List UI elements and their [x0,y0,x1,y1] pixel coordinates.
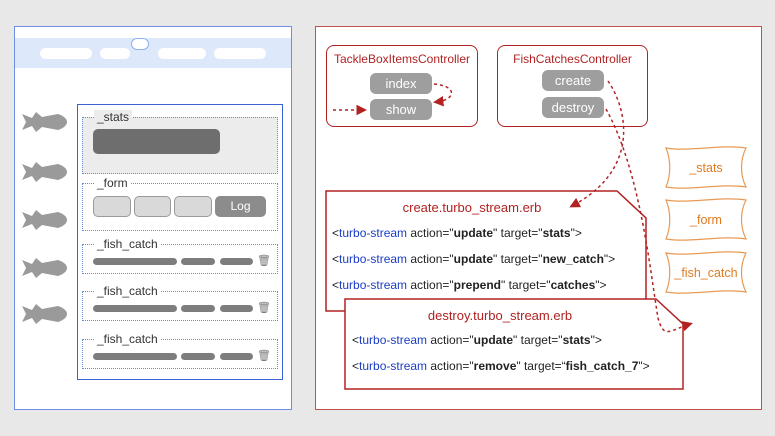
fish-catch-bar [93,258,177,265]
fish-catch-label: _fish_catch [94,237,161,251]
fish-catch-bar [220,258,253,265]
fish-icon [22,112,67,132]
trash-icon[interactable]: 🗑 [257,350,271,362]
show-action[interactable]: show [370,99,432,120]
fish-catch-frame [82,339,278,369]
nav-pill[interactable] [158,48,206,59]
fish-icon [22,258,67,278]
form-frame [82,183,278,231]
controller-title: FishCatchesController [513,52,632,66]
nav-pill-active[interactable] [131,38,149,50]
fish-icon [22,162,67,182]
index-action[interactable]: index [370,73,432,94]
log-button[interactable]: Log [215,196,266,217]
fish-icons-column [22,112,67,324]
code-line: <turbo-stream action="update" target="ne… [332,252,616,266]
form-input[interactable] [134,196,171,217]
destroy-file-title: destroy.turbo_stream.erb [427,308,573,323]
form-label: _form [94,176,131,190]
nav-pill[interactable] [100,48,130,59]
destroy-action[interactable]: destroy [542,97,604,118]
controller-title: TackleBoxItemsController [333,52,471,66]
partial-form: _form [690,213,722,227]
code-line: <turbo-stream action="remove" target=“fi… [352,359,650,373]
create-action[interactable]: create [542,70,604,91]
partial-fish-catch: _fish_catch [674,266,738,280]
fish-catch-bar [181,305,215,312]
stats-label: _stats [94,110,133,124]
fish-catch-label: _fish_catch [94,332,161,346]
code-line: <turbo-stream action="update" target="st… [332,226,582,240]
trash-icon[interactable]: 🗑 [257,255,271,267]
fish-catch-frame [82,244,278,274]
fish-catch-frame [82,291,278,321]
code-line: <turbo-stream action="update" target="st… [352,333,602,347]
fish-icon [22,210,67,230]
fish-catch-bar [220,305,253,312]
fish-catch-bar [93,353,177,360]
code-line: <turbo-stream action="prepend" target="c… [332,278,607,292]
form-input[interactable] [174,196,212,217]
fish-catch-bar [220,353,253,360]
partial-stats: _stats [689,161,723,175]
create-file-title: create.turbo_stream.erb [402,200,542,215]
fish-catch-bar [181,258,215,265]
form-input[interactable] [93,196,131,217]
fish-catch-label: _fish_catch [94,284,161,298]
nav-pill[interactable] [40,48,92,59]
destroy-file-shape [344,298,684,390]
nav-pill[interactable] [214,48,266,59]
fish-icon [22,304,67,324]
trash-icon[interactable]: 🗑 [257,302,271,314]
stats-bar [93,129,220,154]
fish-catch-bar [93,305,177,312]
fish-catch-bar [181,353,215,360]
